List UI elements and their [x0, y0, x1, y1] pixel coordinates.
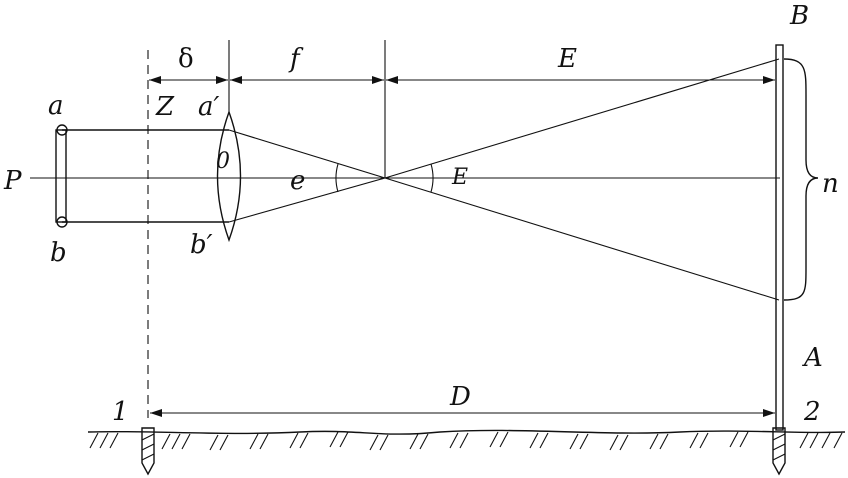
stake-1: [141, 427, 155, 476]
label-a: a: [48, 91, 64, 121]
stadia-rays: [228, 58, 780, 301]
objective-lens: [216, 109, 242, 243]
label-D: D: [449, 382, 471, 412]
label-E-angle: E: [451, 165, 468, 190]
leveling-staff: [775, 44, 784, 431]
label-Z: Z: [155, 92, 175, 122]
stake-2: [772, 427, 786, 476]
ground: [87, 429, 846, 451]
label-2: 2: [803, 397, 821, 427]
label-e: e: [290, 166, 305, 196]
label-b-prime: b′: [190, 230, 213, 260]
label-P: P: [3, 166, 22, 196]
label-B: B: [789, 1, 809, 31]
label-n: n: [822, 169, 839, 199]
angle-arc-right: [430, 163, 434, 193]
label-f: f: [288, 44, 304, 74]
label-delta: δ: [178, 44, 194, 74]
angle-arc-left: [335, 163, 339, 193]
label-a-prime: a′: [198, 92, 220, 122]
label-b: b: [50, 238, 67, 268]
label-O: 0: [216, 149, 230, 174]
brace-n: [783, 58, 819, 301]
telescope-tube: [55, 124, 229, 228]
label-1: 1: [112, 397, 129, 427]
label-A: A: [802, 343, 823, 373]
label-E-dimension: E: [557, 44, 577, 74]
